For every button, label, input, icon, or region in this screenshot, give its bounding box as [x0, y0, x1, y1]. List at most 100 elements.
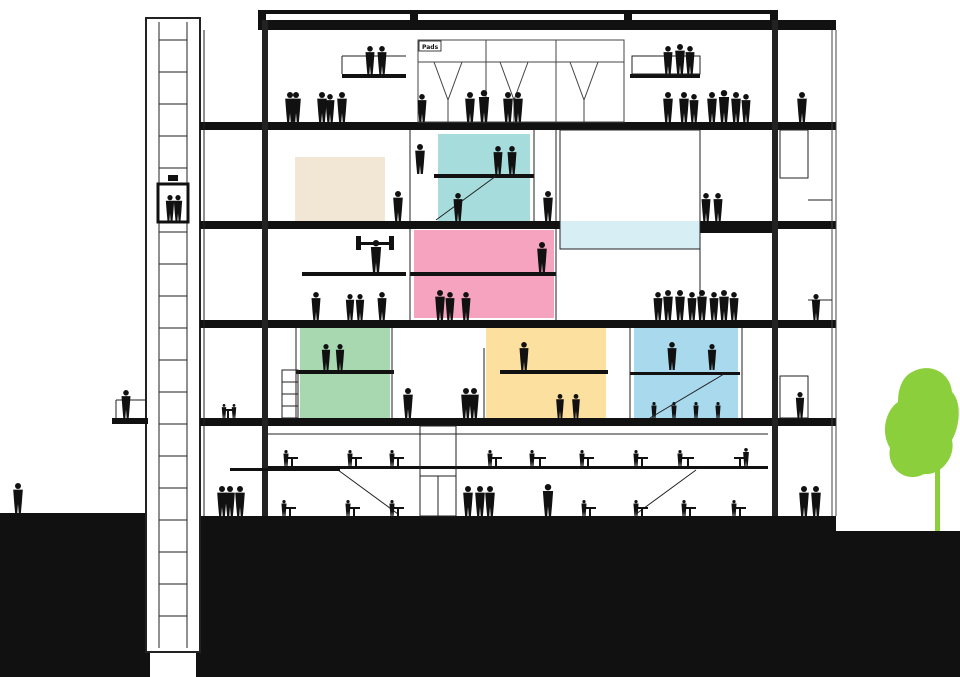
person-silhouette-icon — [487, 450, 493, 466]
person-silhouette-icon — [663, 46, 673, 74]
person-silhouette-icon — [731, 92, 741, 122]
person-silhouette-icon — [445, 292, 455, 320]
person-silhouette-icon — [283, 450, 289, 466]
person-silhouette-icon — [13, 483, 23, 513]
person-silhouette-icon — [701, 193, 711, 221]
person-silhouette-icon — [281, 500, 287, 516]
person-silhouette-icon — [173, 195, 183, 221]
floor-slab-3 — [200, 320, 836, 328]
person-silhouette-icon — [389, 450, 395, 466]
ground-right — [836, 531, 960, 677]
person-silhouette-icon — [679, 92, 689, 122]
person-silhouette-icon — [579, 450, 585, 466]
person-silhouette-icon — [435, 290, 445, 320]
person-silhouette-icon — [513, 92, 523, 122]
person-silhouette-icon — [503, 92, 513, 122]
person-silhouette-icon — [347, 450, 353, 466]
person-silhouette-icon — [393, 191, 403, 221]
pool-water — [560, 221, 700, 249]
tree-icon — [884, 368, 959, 531]
ground — [0, 513, 960, 677]
person-silhouette-icon — [667, 342, 677, 370]
ground-left — [0, 513, 150, 677]
person-silhouette-icon — [415, 144, 425, 174]
person-silhouette-icon — [581, 500, 587, 516]
person-silhouette-icon — [365, 46, 375, 74]
person-silhouette-icon — [633, 450, 639, 466]
person-silhouette-icon — [671, 402, 677, 418]
person-silhouette-icon — [799, 486, 809, 516]
column-left — [262, 20, 268, 516]
person-silhouette-icon — [729, 292, 739, 320]
person-silhouette-icon — [493, 146, 503, 174]
person-silhouette-icon — [345, 294, 355, 320]
person-silhouette-icon — [543, 191, 553, 221]
person-silhouette-icon — [321, 344, 331, 370]
person-silhouette-icon — [707, 92, 717, 122]
person-silhouette-icon — [715, 402, 721, 418]
person-silhouette-icon — [689, 94, 699, 122]
person-silhouette-icon — [291, 92, 301, 122]
barbell-icon — [356, 236, 394, 250]
person-silhouette-icon — [651, 402, 657, 418]
person-silhouette-icon — [469, 388, 479, 418]
person-silhouette-icon — [121, 390, 131, 418]
person-silhouette-icon — [325, 94, 335, 122]
person-silhouette-icon — [663, 290, 673, 320]
studio-beige — [295, 157, 385, 221]
floor-slab-4 — [200, 418, 836, 426]
person-silhouette-icon — [317, 92, 327, 122]
person-silhouette-icon — [675, 44, 685, 74]
pads-sign-text: Pads — [422, 44, 439, 51]
person-silhouette-icon — [389, 500, 395, 516]
person-silhouette-icon — [461, 292, 471, 320]
person-silhouette-icon — [355, 294, 365, 320]
person-silhouette-icon — [377, 292, 387, 320]
person-silhouette-icon — [572, 394, 580, 418]
person-silhouette-icon — [165, 195, 175, 221]
floor-slab-1 — [200, 122, 836, 130]
person-silhouette-icon — [741, 94, 751, 122]
person-silhouette-icon — [709, 292, 719, 320]
person-silhouette-icon — [719, 290, 729, 320]
person-silhouette-icon — [556, 394, 564, 418]
person-silhouette-icon — [529, 450, 535, 466]
roof-slab — [258, 20, 836, 30]
floor-slab-2 — [200, 221, 836, 229]
shaft-outline — [145, 17, 201, 653]
person-silhouette-icon — [485, 486, 495, 516]
person-silhouette-icon — [687, 292, 697, 320]
person-silhouette-icon — [311, 292, 321, 320]
building-frame: Pads — [200, 10, 837, 516]
person-silhouette-icon — [235, 486, 245, 516]
person-silhouette-icon — [217, 486, 227, 516]
person-silhouette-icon — [463, 486, 473, 516]
person-silhouette-icon — [417, 94, 427, 122]
person-silhouette-icon — [542, 484, 554, 516]
column-right — [772, 20, 778, 516]
pads-sign — [418, 40, 442, 52]
person-silhouette-icon — [465, 92, 475, 122]
person-silhouette-icon — [475, 486, 485, 516]
person-silhouette-icon — [795, 392, 805, 418]
person-silhouette-icon — [337, 92, 347, 122]
person-silhouette-icon — [478, 90, 490, 122]
person-silhouette-icon — [718, 90, 730, 122]
person-silhouette-icon — [633, 500, 639, 516]
person-silhouette-icon — [811, 294, 821, 320]
person-silhouette-icon — [713, 193, 723, 221]
person-silhouette-icon — [811, 486, 821, 516]
person-silhouette-icon — [685, 46, 695, 74]
exterior-balcony — [112, 418, 148, 424]
person-silhouette-icon — [707, 344, 717, 370]
ground-under-building — [200, 516, 836, 677]
person-silhouette-icon — [461, 388, 471, 418]
person-silhouette-icon — [377, 46, 387, 74]
person-silhouette-icon — [677, 450, 683, 466]
person-silhouette-icon — [537, 242, 547, 272]
person-silhouette-icon — [225, 486, 235, 516]
person-silhouette-icon — [663, 92, 673, 122]
interior-walls — [295, 129, 832, 419]
person-silhouette-icon — [453, 193, 463, 221]
